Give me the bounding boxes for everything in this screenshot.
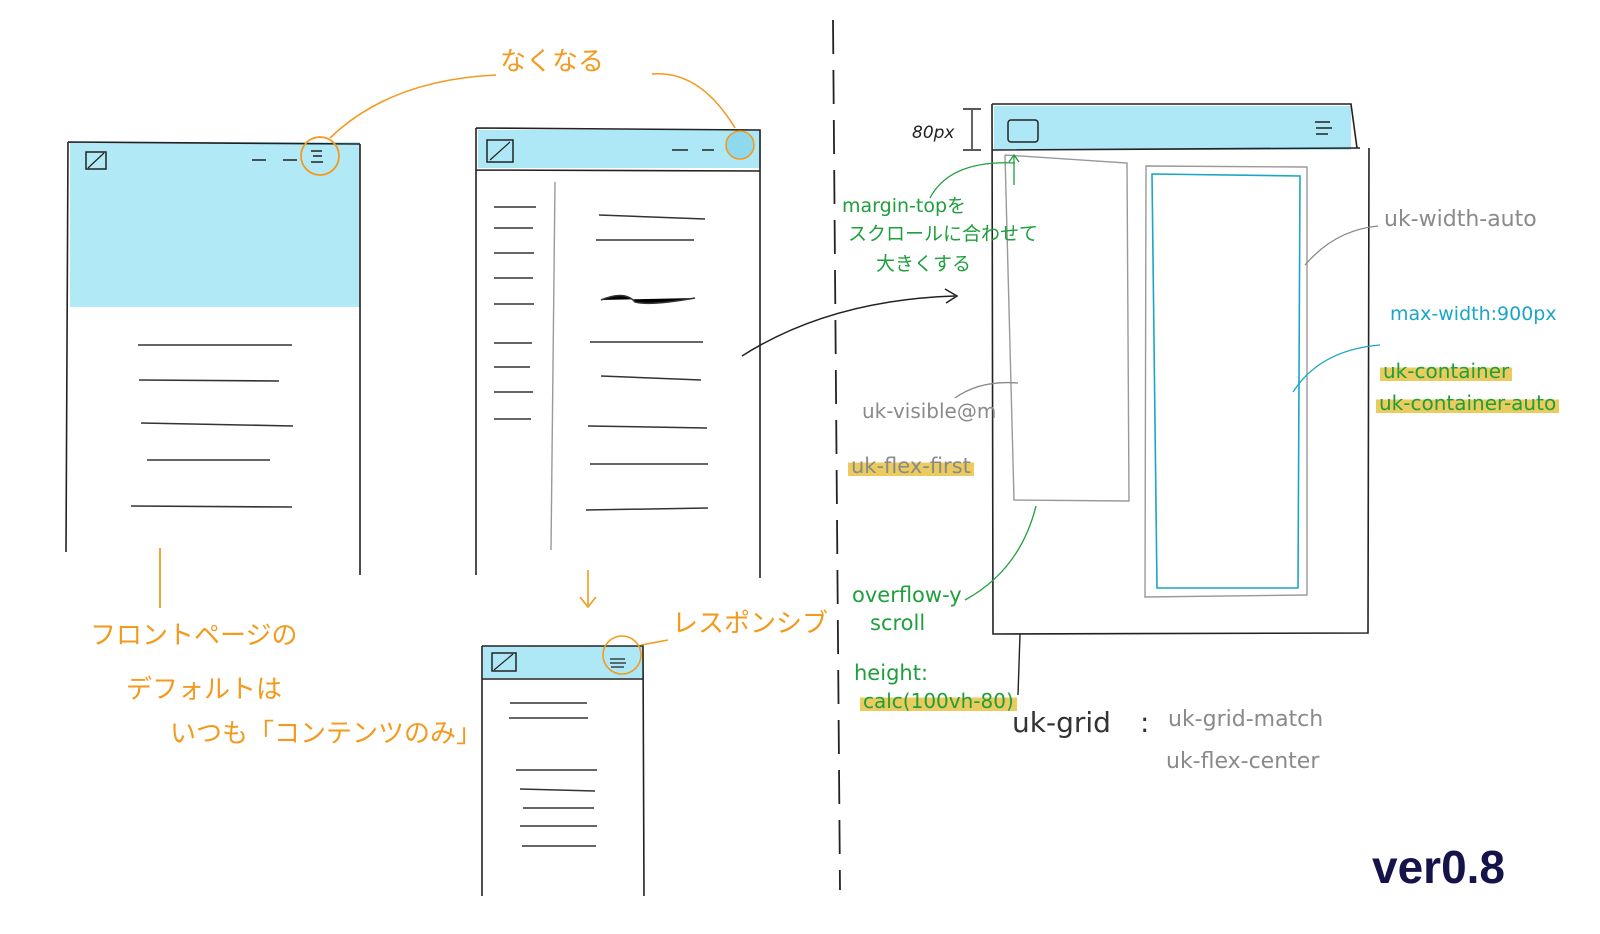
label-uk-grid-match: uk-grid-match — [1168, 707, 1324, 732]
sidebar-content-lines — [585, 214, 709, 511]
label-front-page-3: いつも「コンテンツのみ」 — [170, 719, 483, 749]
label-uk-flex-center: uk-flex-center — [1166, 749, 1320, 774]
label-uk-width-auto: uk-width-auto — [1384, 207, 1537, 232]
version-label: ver0.8 — [1372, 841, 1506, 893]
detail-header-fill — [994, 106, 1351, 150]
mobile-logo-icon — [491, 652, 517, 672]
detail-container — [1151, 173, 1301, 589]
wireframe-sidebar-page — [475, 127, 761, 609]
label-front-page-1: フロントページの — [90, 621, 298, 651]
label-uk-grid: uk-grid — [1012, 706, 1111, 739]
detail-hamburger-icon — [1315, 121, 1332, 135]
label-uk-visible: uk-visible@m — [862, 399, 997, 423]
label-uk-container: uk-container — [1380, 359, 1513, 383]
mobile-content-lines — [509, 702, 597, 847]
label-margin-top-1: margin-topを — [842, 195, 967, 217]
label-responsive: レスポンシブ — [672, 609, 829, 639]
label-height-2: calc(100vh-80) — [860, 689, 1017, 713]
label-80px: 80px — [912, 123, 955, 143]
label-max-width: max-width:900px — [1390, 303, 1557, 325]
sidebar-logo-icon — [486, 139, 514, 163]
front-header-fill — [70, 142, 360, 307]
front-logo-icon — [85, 151, 107, 170]
label-uk-container-auto: uk-container-auto — [1376, 391, 1560, 415]
label-uk-grid-colon: : — [1140, 706, 1150, 739]
mobile-hamburger-icon — [610, 658, 626, 668]
sidebar-menu-circle — [725, 130, 755, 160]
label-margin-top-3: 大きくする — [876, 253, 972, 275]
wireframe-front-page — [65, 136, 361, 608]
mobile-menu-circle — [602, 635, 642, 675]
front-hamburger-icon — [311, 150, 323, 163]
front-menu-circle — [300, 136, 340, 176]
sidebar-nav-lines — [494, 206, 536, 420]
front-content-lines — [130, 344, 294, 508]
label-nakunaru: なくなる — [500, 47, 605, 77]
label-uk-flex-first: uk-flex-first — [848, 454, 974, 478]
label-overflow-2: scroll — [870, 611, 926, 635]
detail-logo-icon — [1007, 119, 1039, 143]
sidebar-header-fill — [478, 130, 761, 168]
detail-content-column — [1144, 165, 1308, 598]
label-height-1: height: — [854, 661, 929, 685]
label-overflow-1: overflow-y — [852, 583, 962, 607]
label-margin-top-2: スクロールに合わせて — [848, 223, 1039, 245]
label-front-page-2: デフォルトは — [126, 675, 283, 705]
detail-sidebar-column — [1004, 154, 1130, 502]
wireframe-detail — [929, 103, 1381, 696]
dashed-divider — [832, 19, 841, 891]
front-frame — [65, 141, 361, 575]
wireframe-mobile — [481, 635, 669, 897]
